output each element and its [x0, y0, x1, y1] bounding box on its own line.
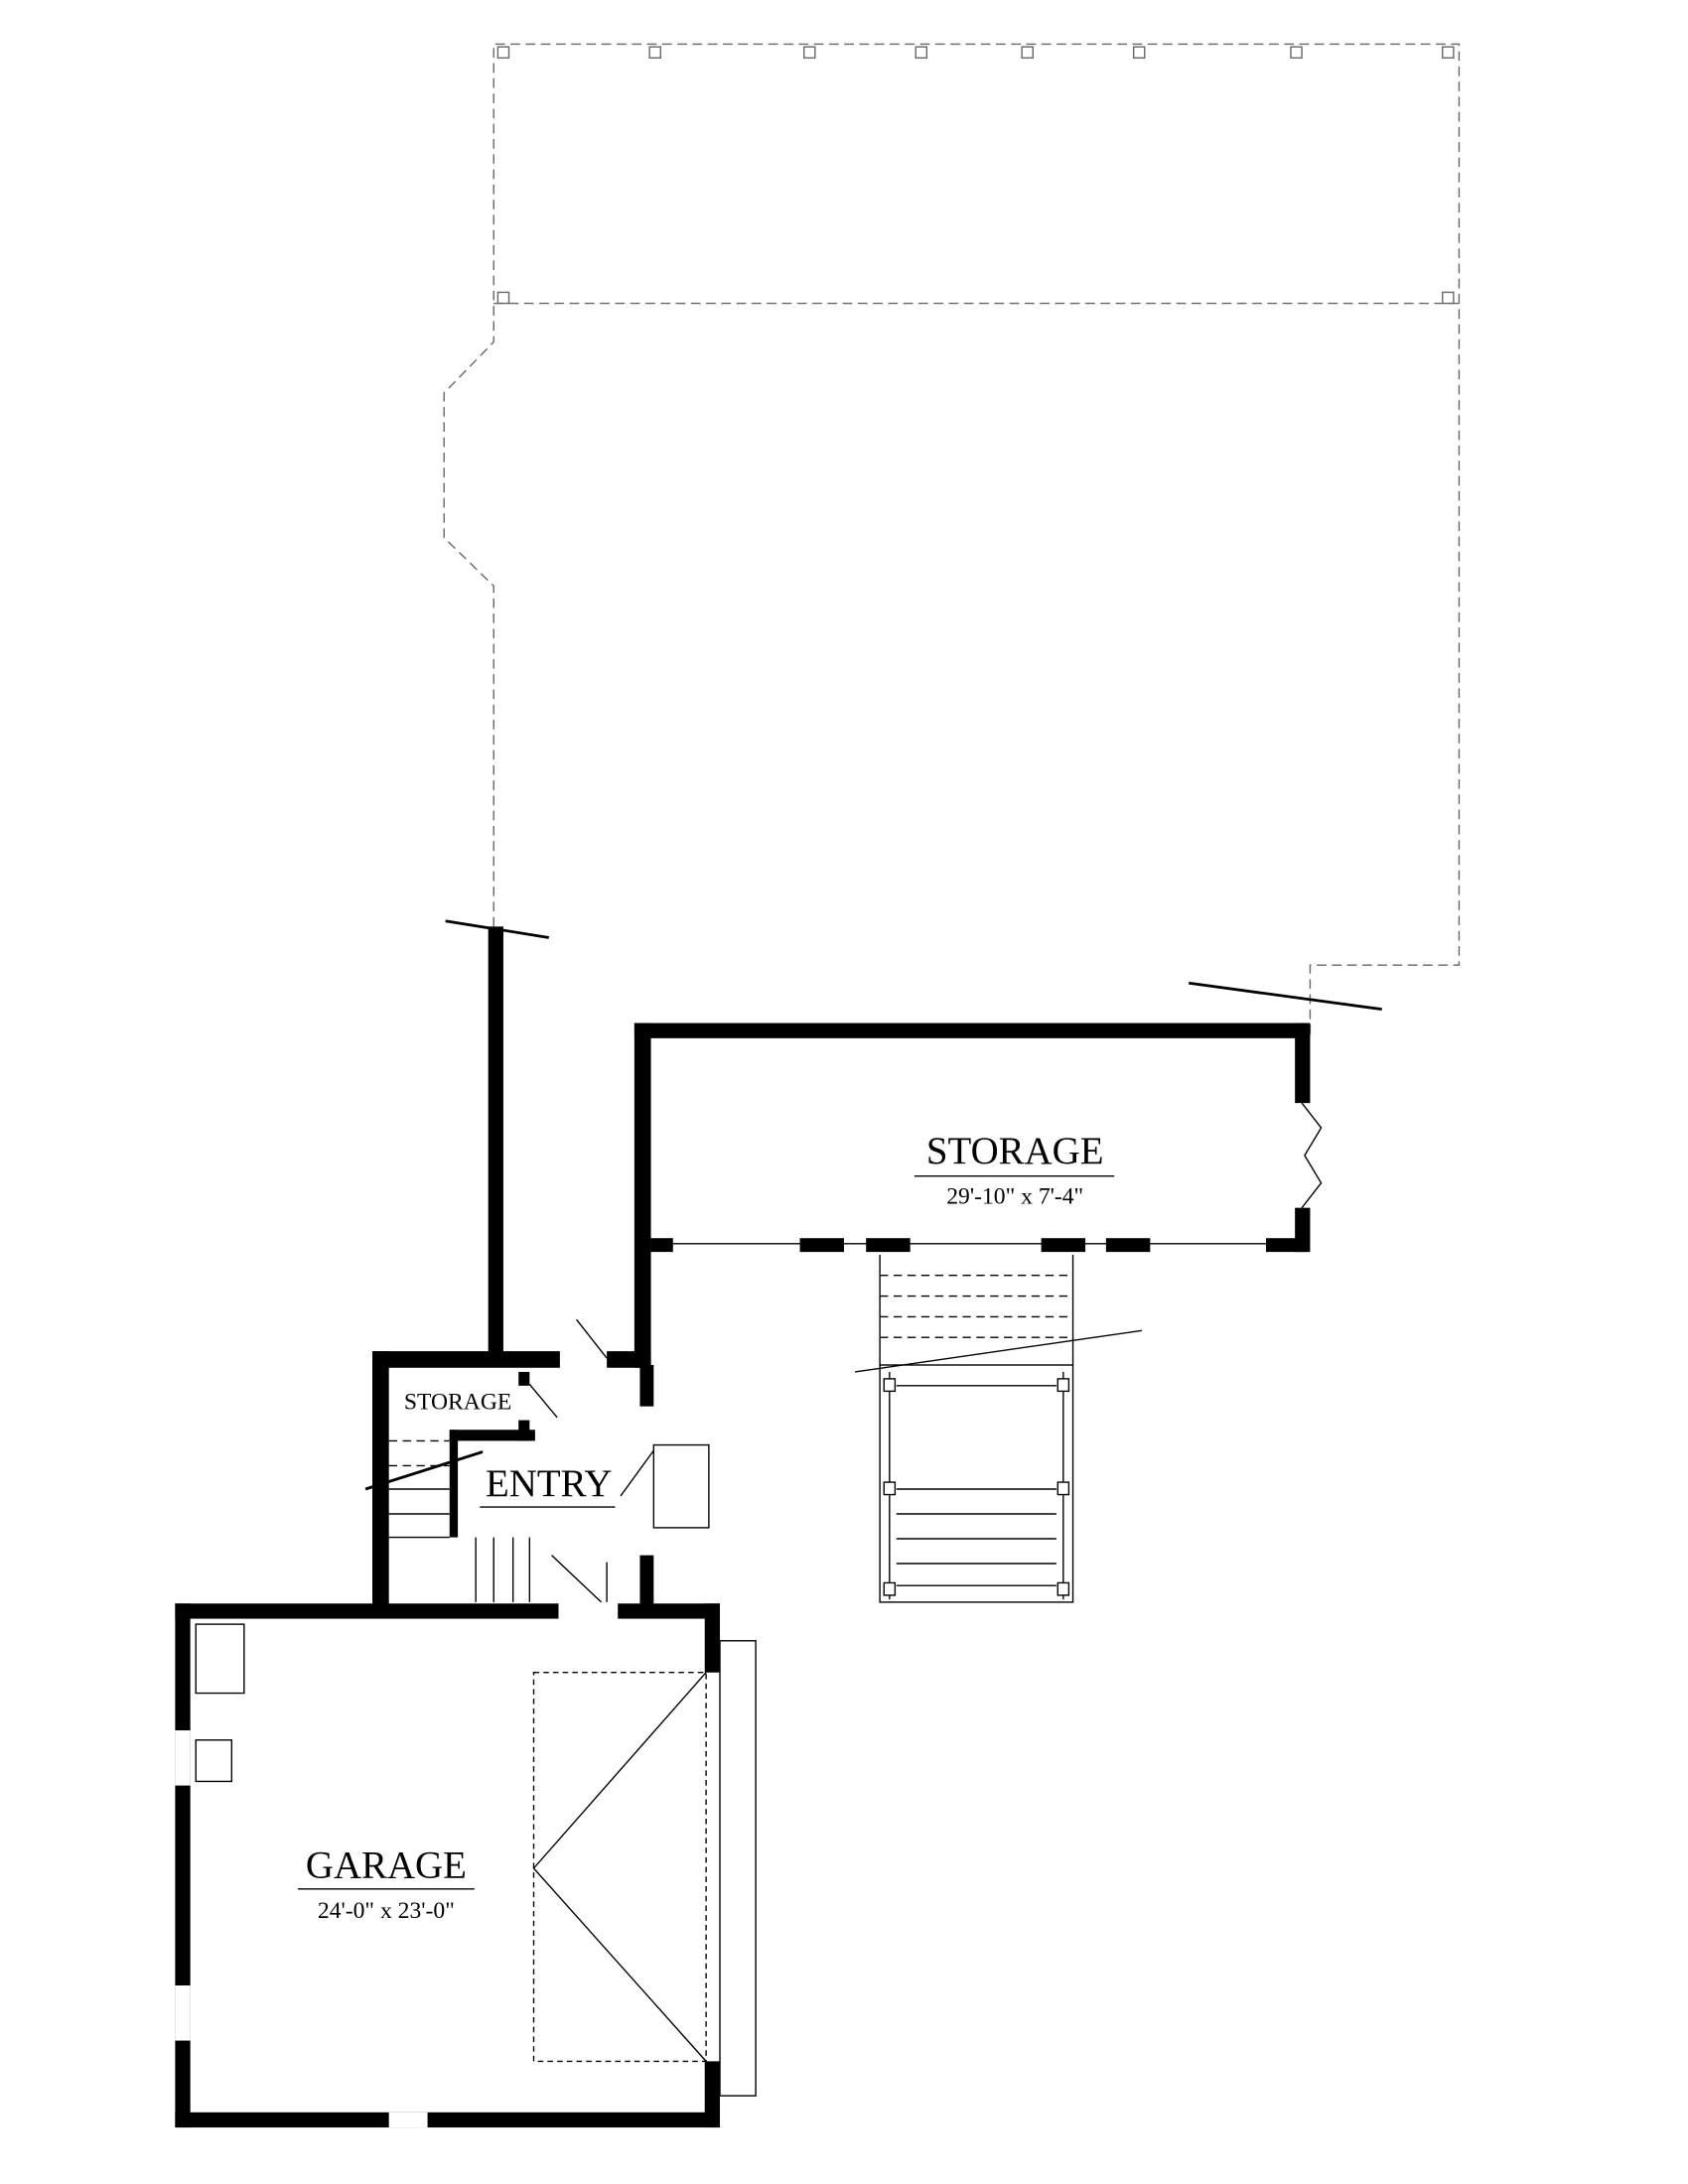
upper-floor-outline [443, 43, 1461, 1034]
storage-main-dims: 29'-10" x 7'-4" [946, 1184, 1083, 1210]
exterior-stairs [879, 1254, 1074, 1603]
break-lines [364, 919, 1382, 1491]
garage-dims: 24'-0" x 23'-0" [318, 1898, 455, 1924]
garage-label: GARAGE [306, 1844, 467, 1887]
walls [175, 926, 1323, 2128]
entry-label: ENTRY [486, 1462, 612, 1505]
storage-main-label: STORAGE [926, 1130, 1104, 1172]
storage-small-label: STORAGE [404, 1389, 511, 1415]
